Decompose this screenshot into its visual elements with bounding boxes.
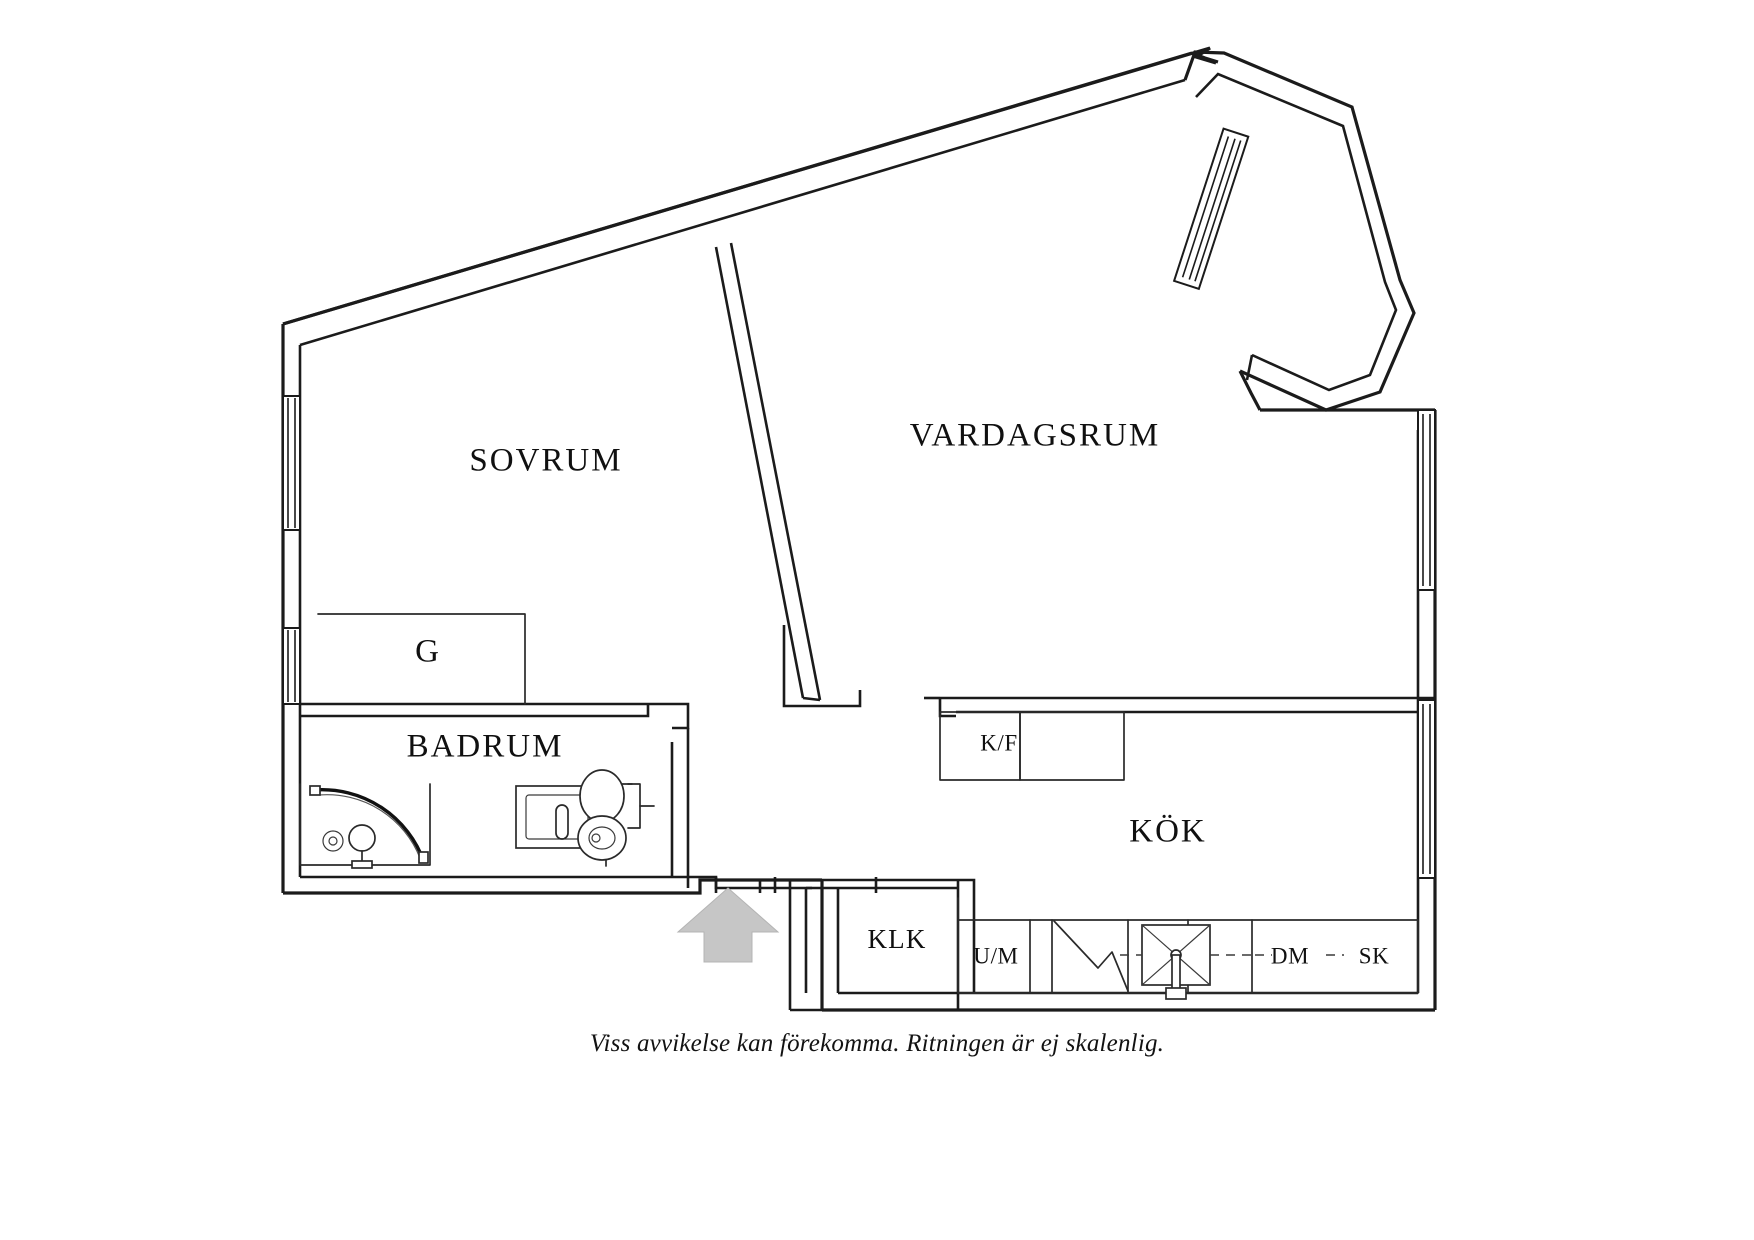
bathroom-fixtures [299, 769, 655, 869]
entrance-arrow [676, 887, 780, 963]
interior-walls [300, 242, 1435, 1012]
room-label-sovrum: SOVRUM [469, 443, 622, 479]
fixture-labels: K/F U/M DM SK [973, 730, 1390, 968]
kitchen-fixtures [939, 711, 1419, 1000]
room-labels: SOVRUM VARDAGSRUM BADRUM KÖK KLK G [407, 418, 1207, 955]
wardrobe-box [317, 613, 526, 705]
room-label-garderob: G [415, 634, 441, 670]
fixture-label-ugn-mikro: U/M [973, 943, 1018, 968]
shower-symbol [299, 783, 431, 869]
room-label-kok: KÖK [1129, 814, 1207, 850]
outer-walls [281, 46, 1437, 1012]
plan-caption: Viss avvikelse kan förekomma. Ritningen … [589, 1030, 1165, 1057]
window-kok-right [1417, 699, 1436, 879]
fixture-label-skafferi: SK [1359, 943, 1390, 968]
window-vardagsrum-right [1417, 409, 1436, 591]
room-label-vardagsrum: VARDAGSRUM [910, 418, 1160, 454]
stove-sink-symbol [1120, 924, 1252, 1000]
fixture-label-diskmaskin: DM [1271, 943, 1309, 968]
window-badrum-left [282, 627, 301, 705]
room-label-klk: KLK [867, 924, 926, 954]
windows [282, 127, 1436, 879]
toilet-symbol [577, 769, 655, 867]
window-sovrum-left [282, 395, 301, 531]
fridge-freezer-block [939, 711, 1125, 781]
room-label-badrum: BADRUM [407, 729, 564, 765]
window-balcony-door [1172, 127, 1250, 291]
fixture-label-kyl-frys: K/F [980, 730, 1018, 755]
kitchen-counter-run [957, 919, 1419, 1000]
